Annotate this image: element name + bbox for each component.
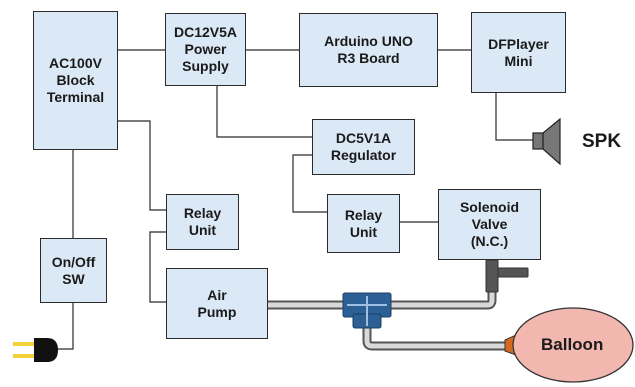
wire-dfplayer-to-speaker (495, 93, 533, 141)
balloon-label: Balloon (541, 335, 604, 354)
wire-regulator-to-relay-right (292, 154, 327, 213)
relay-unit-left: Relay Unit (166, 194, 239, 250)
speaker-label: SPK (582, 131, 622, 152)
wire-switch-to-plug (55, 303, 74, 350)
dfplayer-block: DFPlayer Mini (471, 12, 566, 93)
wire-relay-left-to-pump (149, 231, 166, 303)
power-supply-block: DC12V5A Power Supply (165, 13, 246, 86)
tee-fitting-icon (342, 292, 392, 329)
air-tubes (268, 290, 507, 351)
arduino-board-block: Arduino UNO R3 Board (299, 13, 438, 87)
air-pump-block: Air Pump (166, 268, 268, 339)
regulator-block: DC5V1A Regulator (312, 119, 415, 175)
solenoid-valve-block: Solenoid Valve (N.C.) (438, 189, 541, 260)
solenoid-nozzle (485, 259, 529, 293)
tube-fitting-to-balloon (362, 326, 507, 351)
relay-unit-right: Relay Unit (327, 194, 400, 253)
wire-ac-to-relay-left (118, 120, 166, 211)
wires (55, 49, 533, 350)
power-plug-icon (13, 338, 58, 362)
balloon-icon (504, 307, 634, 383)
wire-psu-to-regulator (216, 86, 312, 138)
ac-block-terminal: AC100V Block Terminal (33, 11, 118, 150)
speaker-icon (532, 117, 561, 166)
on-off-switch-block: On/Off SW (40, 238, 107, 303)
